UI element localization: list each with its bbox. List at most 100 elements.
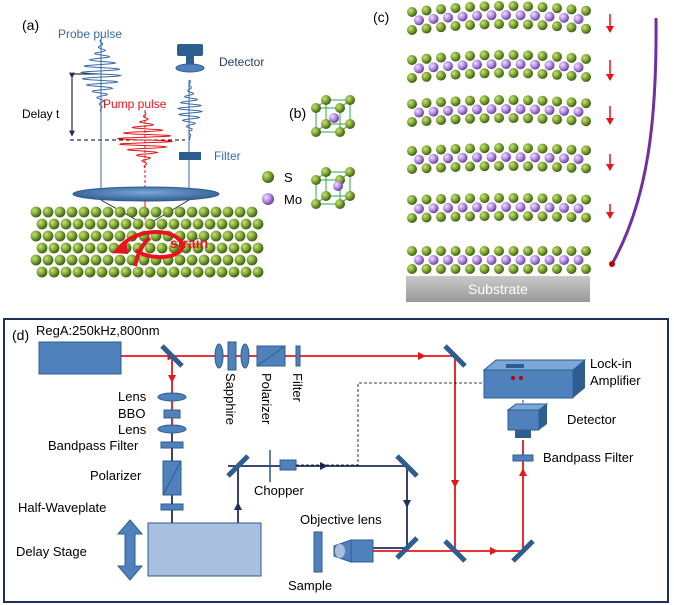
delay-stage-label: Delay Stage xyxy=(16,544,87,559)
s-atom xyxy=(566,52,577,63)
s-atom xyxy=(436,162,446,173)
mo-atom xyxy=(457,255,468,265)
s-atom xyxy=(450,96,461,107)
s-atom xyxy=(465,68,475,79)
mo-atom xyxy=(515,202,526,213)
s-atom xyxy=(30,254,42,266)
s-atom xyxy=(345,95,355,105)
s-atom xyxy=(494,264,504,274)
s-atom xyxy=(108,218,120,230)
substrate-label: Substrate xyxy=(468,281,528,297)
mo-atom xyxy=(544,60,555,71)
mo-atom xyxy=(333,181,343,191)
s-atom xyxy=(335,127,345,137)
s-atom xyxy=(54,230,66,242)
s-atom xyxy=(48,242,60,254)
s-atom xyxy=(42,254,54,266)
mo-atom xyxy=(486,10,497,21)
s-atom xyxy=(407,117,417,127)
strain-profile-curve xyxy=(610,17,658,265)
s-atom xyxy=(552,21,562,32)
s-atom xyxy=(523,50,533,61)
mo-atom xyxy=(530,59,540,70)
s-atom xyxy=(54,254,66,266)
s-atom xyxy=(102,254,114,266)
s-atom xyxy=(523,113,533,124)
s-atom xyxy=(494,161,504,172)
s-atom xyxy=(465,211,475,222)
s-atom xyxy=(407,213,417,223)
s-atom xyxy=(465,2,475,13)
mo-atom xyxy=(472,59,482,70)
mo-atom xyxy=(515,10,526,21)
bbo-label: BBO xyxy=(118,406,145,421)
mo-atom xyxy=(530,10,540,21)
s-atom xyxy=(246,230,258,242)
mo-atom xyxy=(515,59,526,70)
mo-atom xyxy=(544,152,555,163)
s-atom xyxy=(436,115,446,126)
s-atom xyxy=(186,230,198,242)
mo-atom xyxy=(515,152,526,163)
s-atom xyxy=(566,212,577,223)
s-atom xyxy=(345,191,355,201)
s-atom xyxy=(120,218,132,230)
mo-atom xyxy=(486,255,497,265)
s-atom xyxy=(581,194,591,205)
s-atom xyxy=(552,114,562,125)
s-atom xyxy=(407,7,417,17)
s-atom xyxy=(84,266,96,278)
s-atom xyxy=(581,264,591,274)
s-atom xyxy=(48,266,60,278)
s-atom xyxy=(168,266,180,278)
s-atom xyxy=(566,246,577,256)
mo-atom xyxy=(573,14,584,25)
mo-atom xyxy=(414,107,424,118)
s-atom xyxy=(450,51,461,62)
s-atom xyxy=(240,218,252,230)
s-atom xyxy=(581,116,591,127)
s-atom xyxy=(234,206,246,218)
s-atom xyxy=(508,68,519,79)
s-atom xyxy=(479,143,490,154)
s-atom xyxy=(156,242,168,254)
s-atom xyxy=(222,206,234,218)
s-atom xyxy=(494,68,504,79)
s-atom xyxy=(78,206,90,218)
s-atom xyxy=(479,193,490,204)
s-atom xyxy=(508,161,519,172)
s-atom xyxy=(345,119,355,129)
mo-atom xyxy=(515,104,526,115)
s-atom xyxy=(421,53,432,64)
mo-atom xyxy=(501,255,511,265)
s-atom xyxy=(78,254,90,266)
bandpass-left-label: Bandpass Filter xyxy=(48,438,139,453)
s-atom xyxy=(252,266,264,278)
mo-atom xyxy=(573,203,584,214)
s-atom xyxy=(210,254,222,266)
s-atom xyxy=(450,2,461,13)
s-atom xyxy=(552,51,562,62)
s-atom xyxy=(72,218,84,230)
s-atom xyxy=(581,163,591,174)
s-atom xyxy=(216,266,228,278)
s-atom xyxy=(523,264,533,274)
s-atom xyxy=(523,95,533,106)
s-atom xyxy=(78,230,90,242)
s-atom xyxy=(240,266,252,278)
lens-1-label: Lens xyxy=(118,389,147,404)
s-atom xyxy=(523,1,533,12)
s-atom xyxy=(552,246,562,256)
mo-atom xyxy=(486,59,497,70)
mo-atom xyxy=(443,61,453,72)
s-atom xyxy=(407,25,417,35)
s-atom xyxy=(311,103,321,113)
strain-arrow-icon xyxy=(112,230,185,267)
s-atom xyxy=(479,95,490,106)
s-atom xyxy=(72,266,84,278)
s-atom xyxy=(42,230,54,242)
legend-mo-label: Mo xyxy=(284,192,302,207)
s-atom xyxy=(494,50,504,61)
s-atom xyxy=(84,242,96,254)
s-atom xyxy=(537,193,548,204)
